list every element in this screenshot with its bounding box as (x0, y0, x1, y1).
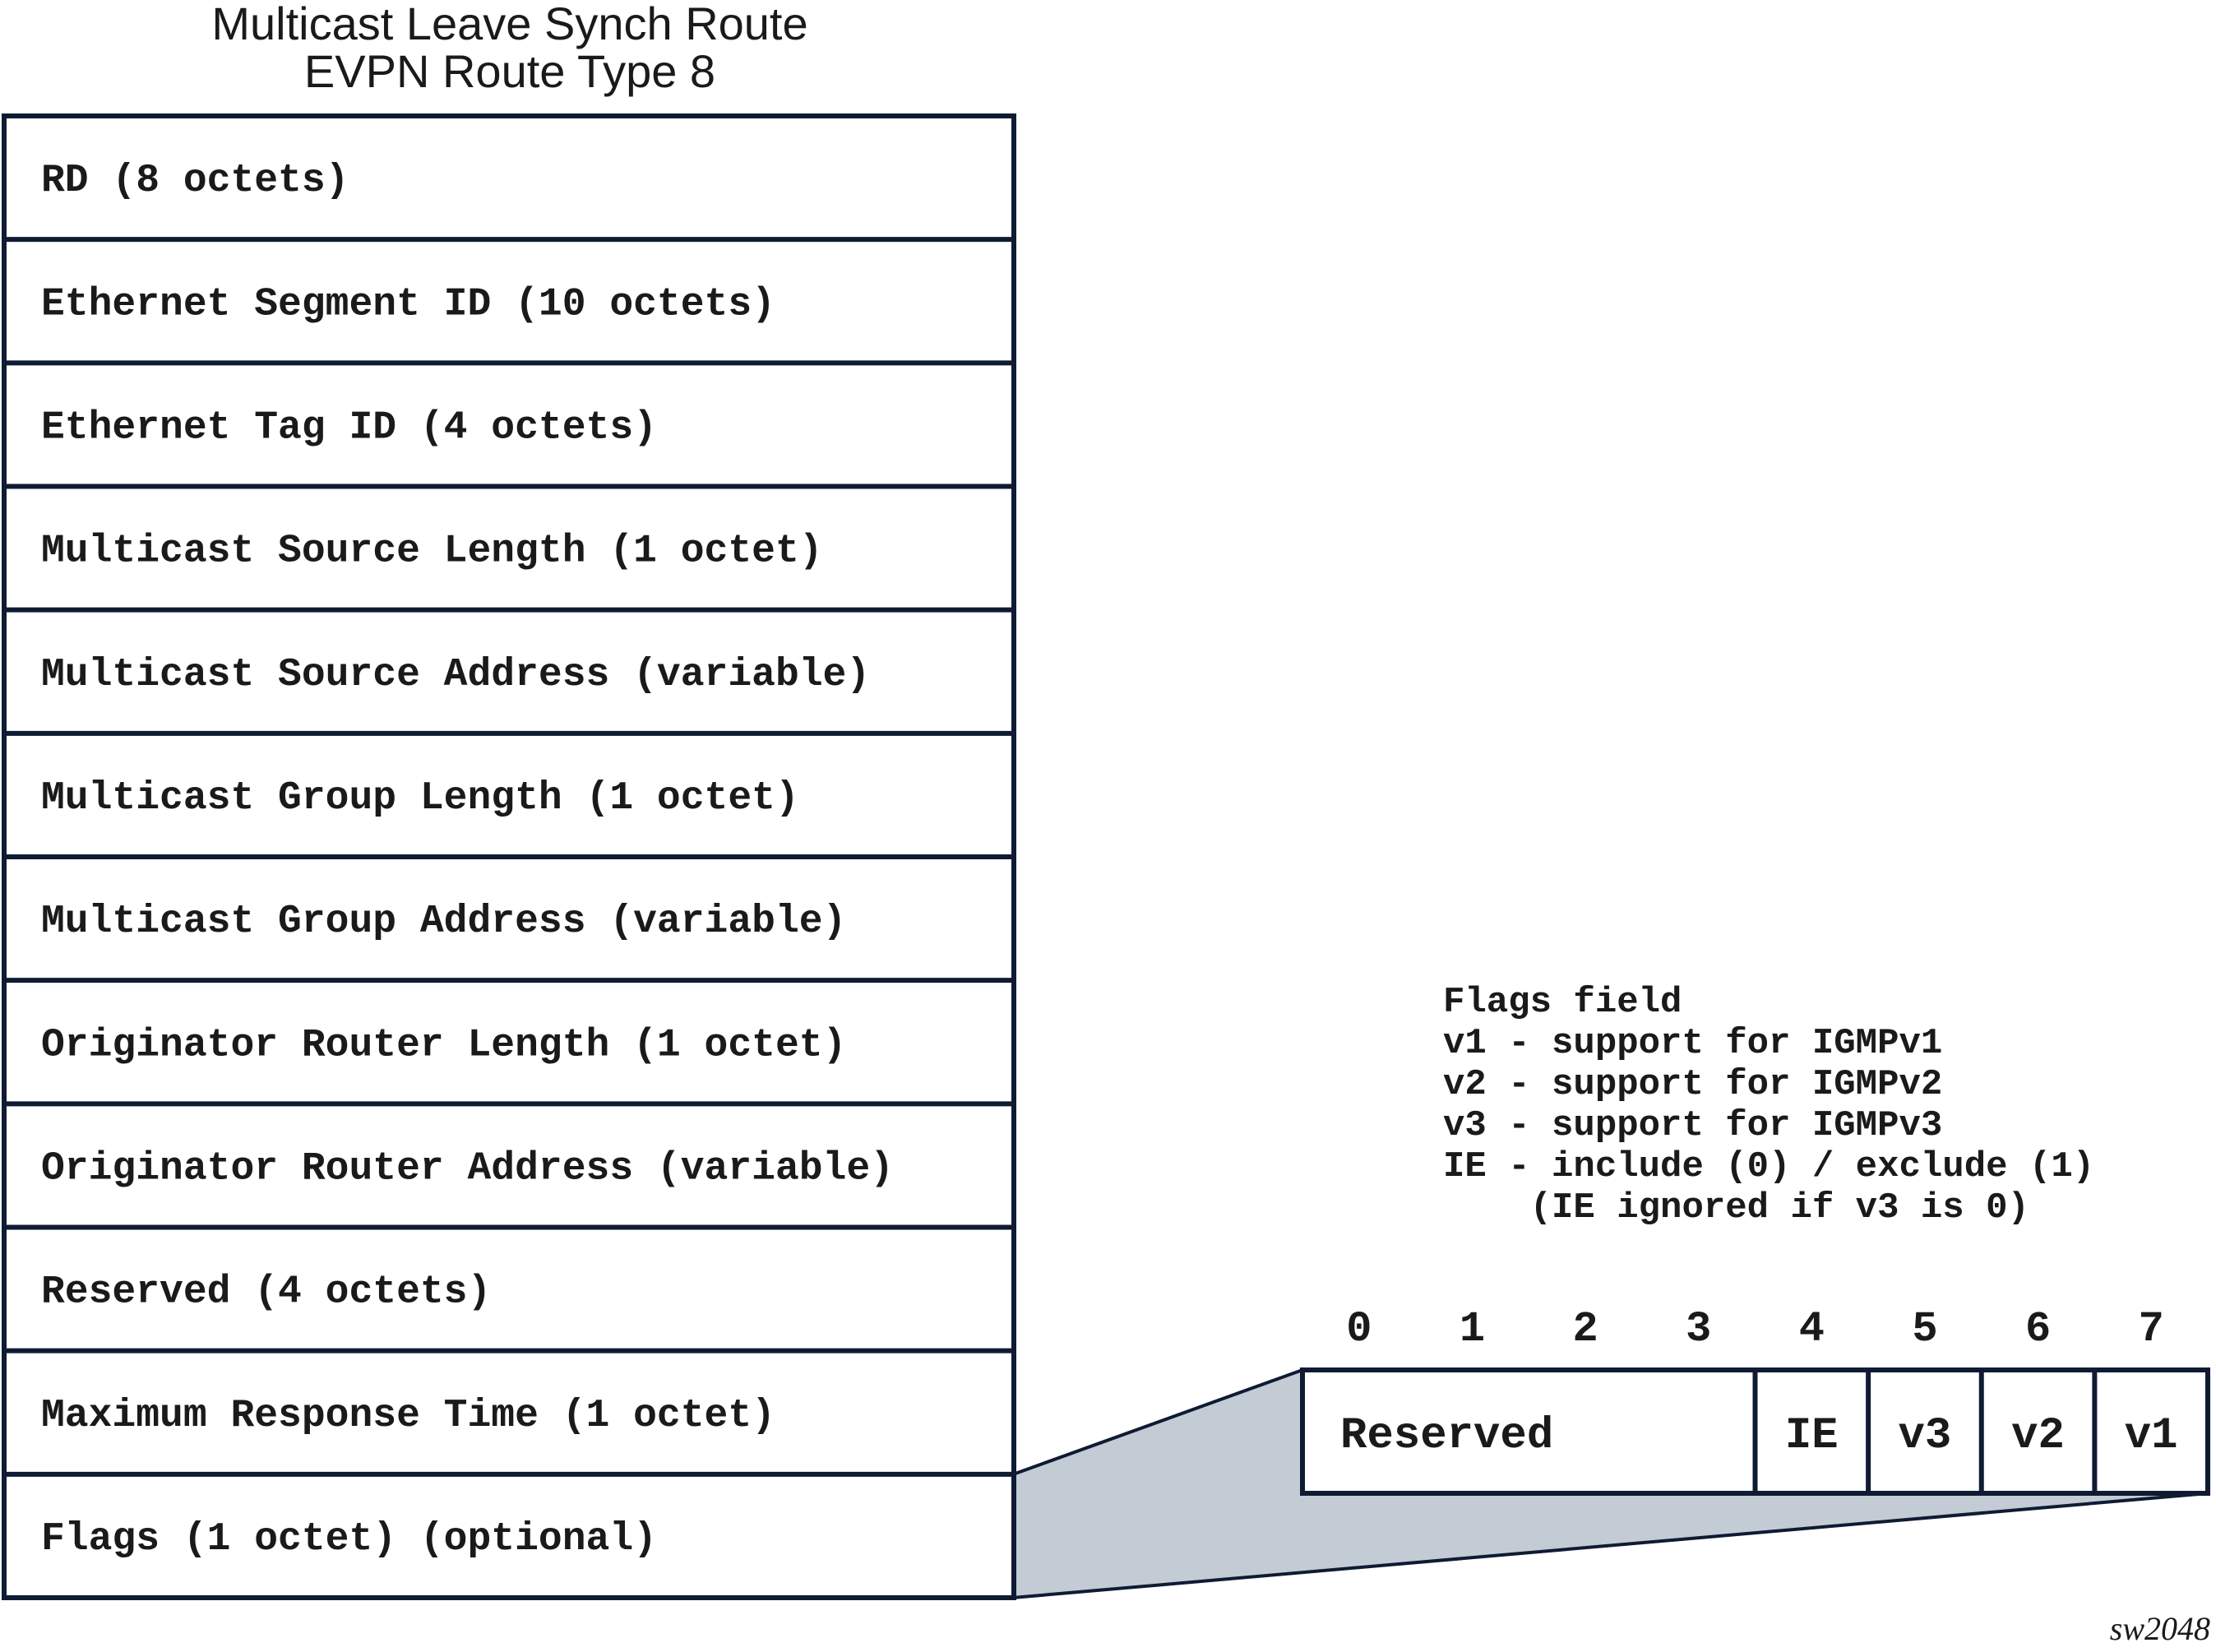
legend-line: (IE ignored if v3 is 0) (1443, 1187, 2029, 1229)
bit-number: 7 (2139, 1305, 2164, 1354)
route-field-label: Reserved (4 octets) (41, 1270, 491, 1315)
bit-number: 1 (1460, 1305, 1485, 1354)
legend-line: v1 - support for IGMPv1 (1443, 1023, 1942, 1064)
bit-number: 6 (2025, 1305, 2051, 1354)
legend-line: v2 - support for IGMPv2 (1443, 1064, 1942, 1105)
legend-line: IE - include (0) / exclude (1) (1443, 1146, 2094, 1187)
bit-number: 2 (1572, 1305, 1598, 1354)
flag-bit-cell-label: IE (1785, 1411, 1839, 1461)
route-field-label: Maximum Response Time (1 octet) (41, 1394, 775, 1438)
route-field-label: Multicast Source Length (1 octet) (41, 530, 823, 574)
flags-bit-numbers: 0 1 2 3 4 5 6 7 (1346, 1305, 2164, 1354)
legend-line: v3 - support for IGMPv3 (1443, 1105, 1942, 1146)
route-field-label: Originator Router Length (1 octet) (41, 1023, 846, 1067)
route-field-label: Multicast Source Address (variable) (41, 653, 870, 697)
route-fields-stack: RD (8 octets) Ethernet Segment ID (10 oct… (2, 113, 1016, 1600)
flag-bit-cell-label: v1 (2125, 1411, 2178, 1461)
flag-bit-cell-label: v3 (1899, 1411, 1952, 1461)
bit-number: 4 (1799, 1305, 1825, 1354)
flags-bit-field: Reserved IE v3 v2 v1 (1300, 1367, 2210, 1496)
figure-id: sw2048 (2110, 1610, 2210, 1647)
bit-number: 5 (1912, 1305, 1937, 1354)
route-field-label: Flags (1 octet) (optional) (41, 1517, 657, 1562)
route-field-label: Ethernet Segment ID (10 octets) (41, 282, 775, 326)
route-field-label: RD (8 octets) (41, 159, 349, 203)
bit-number: 0 (1346, 1305, 1372, 1354)
flag-bit-cell-label: v2 (2011, 1411, 2065, 1461)
route-field-label: Originator Router Address (variable) (41, 1146, 894, 1191)
route-field-label: Ethernet Tag ID (4 octets) (41, 405, 657, 450)
diagram-title-line1: Multicast Leave Synch Route (211, 0, 807, 49)
route-field-label: Multicast Group Length (1 octet) (41, 776, 799, 821)
flag-bit-cell-label: Reserved (1340, 1411, 1553, 1461)
diagram-title-line2: EVPN Route Type 8 (304, 45, 715, 97)
route-field-label: Multicast Group Address (variable) (41, 900, 846, 944)
legend-line: Flags field (1443, 982, 1682, 1023)
bit-number: 3 (1686, 1305, 1711, 1354)
